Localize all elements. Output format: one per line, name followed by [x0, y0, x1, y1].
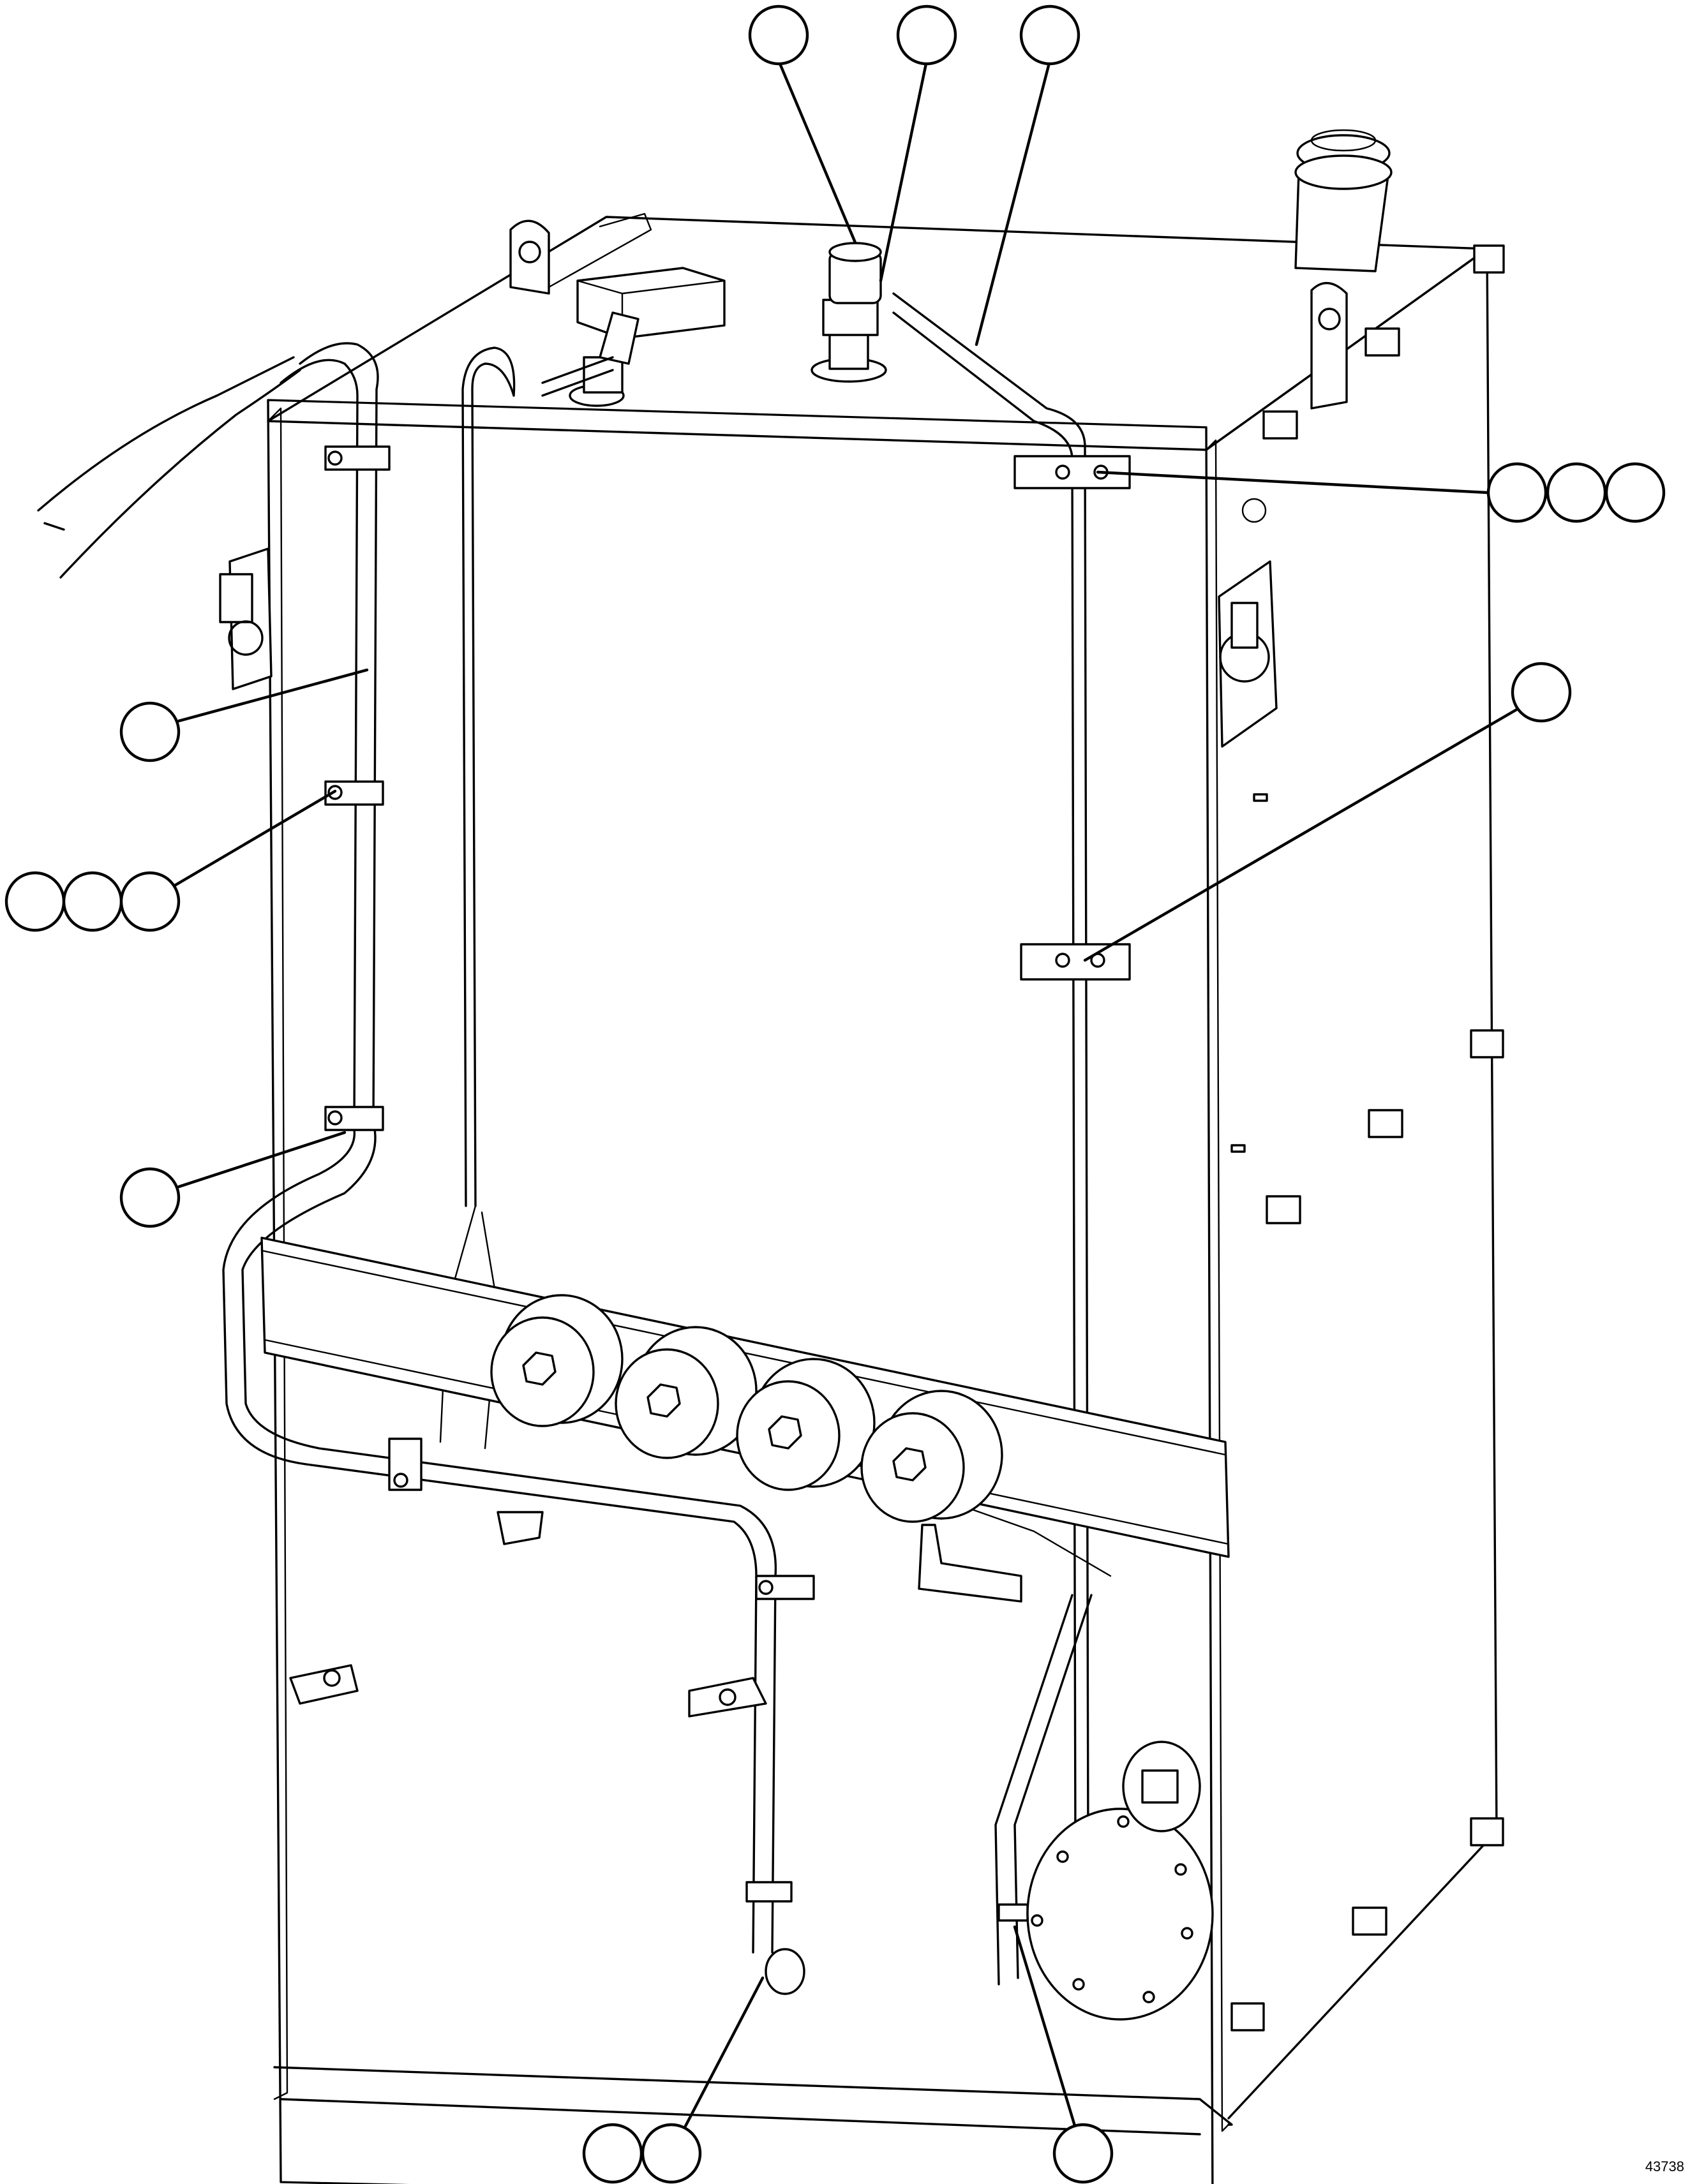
- callout-balloon[interactable]: [119, 701, 181, 762]
- callout-balloon[interactable]: [896, 4, 957, 66]
- tank-side-face: [1205, 248, 1498, 2120]
- filter-manifold: [260, 1237, 1230, 1558]
- callouts: [4, 4, 1666, 2184]
- left-access-plate: [219, 547, 273, 690]
- tank-body: [267, 216, 1498, 2184]
- callout-balloon[interactable]: [4, 871, 66, 932]
- callout-balloon[interactable]: [119, 871, 181, 932]
- callout-balloon[interactable]: [1019, 4, 1080, 66]
- callout-balloon[interactable]: [1052, 2123, 1114, 2184]
- leader-line: [170, 789, 337, 889]
- leader-line: [1083, 706, 1521, 962]
- callout-balloon[interactable]: [748, 4, 809, 66]
- tank-base-rail: [273, 2066, 1233, 2136]
- lifting-eyes: [509, 212, 1348, 410]
- filler-breather: [1294, 129, 1393, 272]
- leader-line: [879, 59, 929, 283]
- hoses-tubes: [37, 292, 1112, 1986]
- tank-front-face: [267, 399, 1214, 2184]
- side-access-plate: [1218, 498, 1278, 748]
- callout-balloon[interactable]: [1486, 462, 1548, 523]
- leader-line: [975, 59, 1052, 346]
- side-face-tabs: [1230, 244, 1505, 2032]
- cleanout-cover: [1026, 1741, 1214, 2021]
- callout-balloon[interactable]: [1546, 462, 1607, 523]
- leader-line: [177, 668, 369, 723]
- leader-line: [777, 59, 857, 244]
- callout-balloon[interactable]: [582, 2123, 643, 2184]
- callout-balloon[interactable]: [62, 871, 123, 932]
- callout-balloon[interactable]: [119, 1167, 181, 1228]
- drawing-number: 43738: [1645, 2158, 1684, 2174]
- top-junction-box: [576, 267, 726, 339]
- mounting-brackets: [289, 1511, 1022, 1718]
- top-filter-assembly: [811, 242, 887, 383]
- leader-line: [1096, 470, 1489, 494]
- top-elbow-fitting: [569, 311, 639, 407]
- tank-right-flange: [1205, 439, 1230, 2132]
- leader-line: [177, 1131, 347, 1189]
- callout-balloon[interactable]: [641, 2123, 702, 2184]
- callout-balloon[interactable]: [1511, 662, 1572, 723]
- leader-line: [1013, 1925, 1077, 2130]
- hose-clamps: [324, 445, 1131, 1995]
- leader-line: [681, 1976, 765, 2133]
- callout-balloon[interactable]: [1604, 462, 1666, 523]
- tank-side-bottom: [1227, 1830, 1498, 2120]
